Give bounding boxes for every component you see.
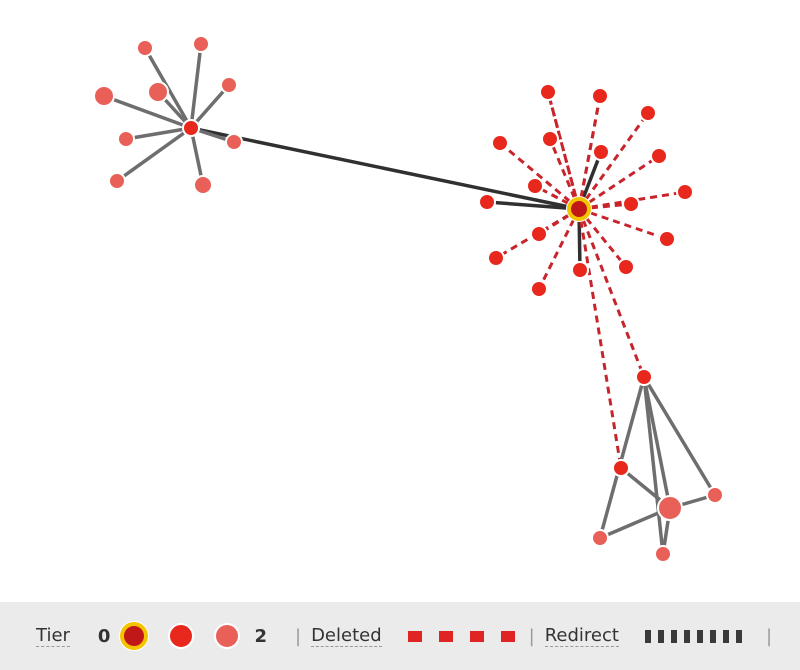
redirect-swatch-dash: [722, 629, 729, 643]
legend-tier2-swatch: [214, 623, 241, 649]
legend-bar: Tier 0 2 | Deleted | Redirect |: [0, 602, 800, 670]
edge-normal: [115, 126, 193, 183]
legend-tier0-swatch: [120, 622, 149, 650]
redirect-swatch-dash: [696, 629, 703, 643]
node-b1[interactable]: [635, 368, 653, 386]
edge-normal: [598, 376, 646, 539]
network-graph[interactable]: [0, 0, 800, 602]
node-a15[interactable]: [526, 177, 544, 195]
node-hubL[interactable]: [182, 119, 200, 137]
node-l1[interactable]: [136, 39, 154, 57]
node-l4[interactable]: [220, 76, 238, 94]
node-l3[interactable]: [147, 81, 169, 103]
legend-tier-min: 0: [97, 625, 111, 647]
edge-deleted: [577, 208, 646, 378]
edge-dark: [190, 126, 580, 211]
edge-normal: [642, 376, 717, 496]
deleted-swatch-dash: [500, 630, 515, 642]
edge-normal: [642, 376, 672, 509]
node-a9[interactable]: [622, 195, 640, 213]
redirect-swatch-dash: [670, 629, 677, 643]
edge-deleted: [578, 202, 632, 211]
redirect-swatch-dash: [735, 629, 742, 643]
node-l6[interactable]: [117, 130, 135, 148]
edge-dark: [486, 200, 580, 211]
legend-separator: |: [765, 625, 773, 647]
legend-deleted-label[interactable]: Deleted: [311, 624, 382, 647]
node-a13[interactable]: [487, 249, 505, 267]
deleted-swatch-dash: [407, 630, 422, 642]
node-a17[interactable]: [541, 130, 559, 148]
node-a3[interactable]: [571, 261, 589, 279]
deleted-swatch-dash: [438, 630, 453, 642]
edge-deleted: [499, 141, 580, 211]
node-b2[interactable]: [612, 459, 630, 477]
legend-deleted-swatch: [407, 630, 515, 642]
node-main[interactable]: [567, 197, 591, 221]
node-l8[interactable]: [108, 172, 126, 190]
node-b6[interactable]: [654, 545, 672, 563]
node-a12[interactable]: [530, 280, 548, 298]
legend-tier1-swatch: [168, 623, 195, 649]
edge-normal: [125, 126, 192, 141]
node-b5[interactable]: [706, 486, 724, 504]
edge-normal: [642, 376, 665, 555]
legend-tier-max: 2: [254, 625, 267, 647]
node-a2[interactable]: [592, 143, 610, 161]
edge-normal: [189, 83, 231, 130]
legend-separator: |: [528, 625, 535, 647]
redirect-swatch-dash: [657, 629, 664, 643]
legend-redirect-swatch: [644, 629, 742, 643]
node-a6[interactable]: [639, 104, 657, 122]
edge-deleted: [577, 112, 650, 210]
deleted-swatch-dash: [469, 630, 484, 642]
node-a19[interactable]: [591, 87, 609, 105]
node-l5[interactable]: [93, 85, 115, 107]
redirect-swatch-dash: [709, 629, 716, 643]
node-l7[interactable]: [225, 133, 243, 151]
edge-normal: [103, 94, 192, 130]
node-a11[interactable]: [617, 258, 635, 276]
node-a10[interactable]: [658, 230, 676, 248]
node-a1[interactable]: [478, 193, 496, 211]
redirect-swatch-dash: [683, 629, 690, 643]
legend-tier-label[interactable]: Tier: [36, 624, 70, 647]
edge-normal: [189, 43, 203, 129]
edge-deleted: [546, 91, 581, 210]
node-a18[interactable]: [539, 83, 557, 101]
graph-nodes: [93, 35, 724, 563]
node-a7[interactable]: [650, 147, 668, 165]
node-l9[interactable]: [193, 175, 213, 195]
node-a16[interactable]: [491, 134, 509, 152]
edge-deleted: [577, 208, 623, 469]
redirect-swatch-dash: [644, 629, 651, 643]
node-a14[interactable]: [530, 225, 548, 243]
legend-separator: |: [294, 625, 302, 647]
edge-deleted: [578, 154, 660, 211]
node-b3[interactable]: [591, 529, 609, 547]
node-b4[interactable]: [657, 495, 683, 521]
legend-redirect-label[interactable]: Redirect: [544, 624, 619, 647]
node-a8[interactable]: [676, 183, 694, 201]
node-l2[interactable]: [192, 35, 210, 53]
edge-deleted: [578, 207, 668, 241]
edge-deleted: [537, 208, 581, 290]
